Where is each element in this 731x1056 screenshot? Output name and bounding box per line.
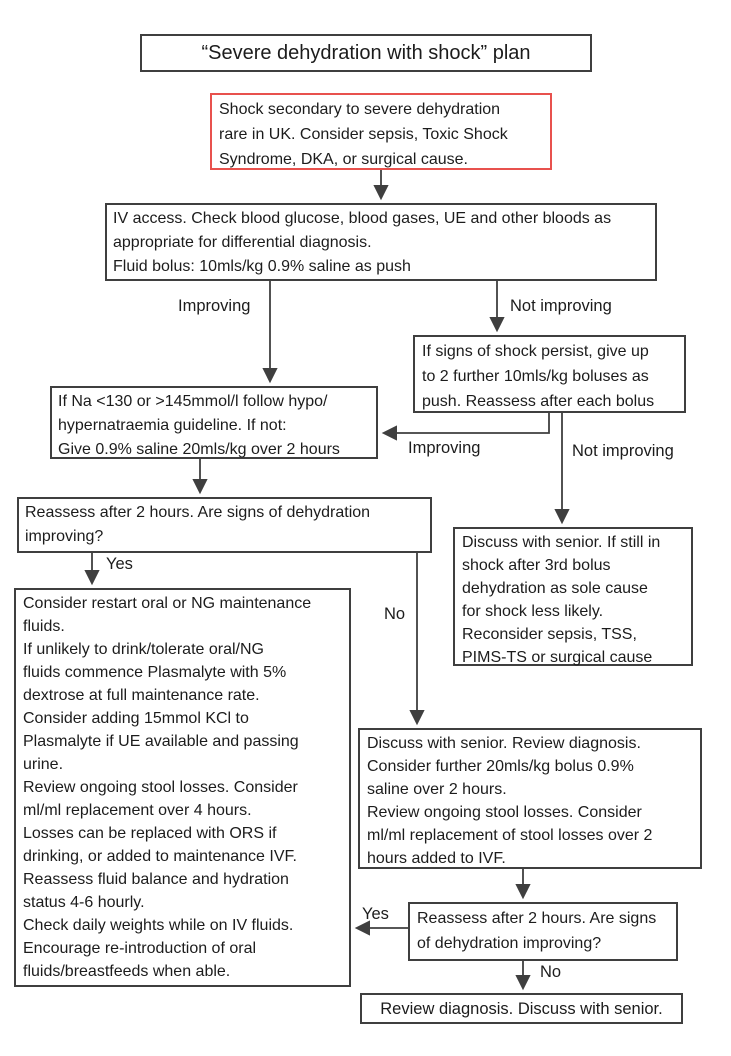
flow-box-warning: Shock secondary to severe dehydration ra…: [210, 93, 552, 170]
flow-box-reassess-second: Reassess after 2 hours. Are signs of deh…: [408, 902, 678, 961]
label-improving-elbow: Improving: [408, 439, 481, 457]
flow-box-senior-review: Discuss with senior. Review diagnosis. C…: [358, 728, 702, 869]
arrow-shockpersist-to-sodium: [381, 412, 550, 441]
label-not-improving-down: Not improving: [572, 442, 674, 460]
flow-box-iv-access: IV access. Check blood glucose, blood ga…: [105, 203, 657, 281]
flow-box-shock-persist: If signs of shock persist, give up to 2 …: [413, 335, 686, 413]
label-not-improving-right: Not improving: [510, 297, 612, 315]
flow-box-maintenance: Consider restart oral or NG maintenance …: [14, 588, 351, 987]
label-no-first: No: [384, 605, 406, 623]
label-yes-first: Yes: [106, 555, 133, 573]
flow-box-final-review: Review diagnosis. Discuss with senior.: [360, 993, 683, 1024]
label-improving-left: Improving: [178, 297, 251, 315]
flow-box-reassess-first: Reassess after 2 hours. Are signs of deh…: [17, 497, 432, 553]
flow-box-title: “Severe dehydration with shock” plan: [140, 34, 592, 72]
label-yes-second: Yes: [362, 905, 389, 923]
flow-box-sodium: If Na <130 or >145mmol/l follow hypo/ hy…: [50, 386, 378, 459]
label-no-second: No: [540, 963, 562, 981]
flow-box-senior-shock: Discuss with senior. If still in shock a…: [453, 527, 693, 666]
